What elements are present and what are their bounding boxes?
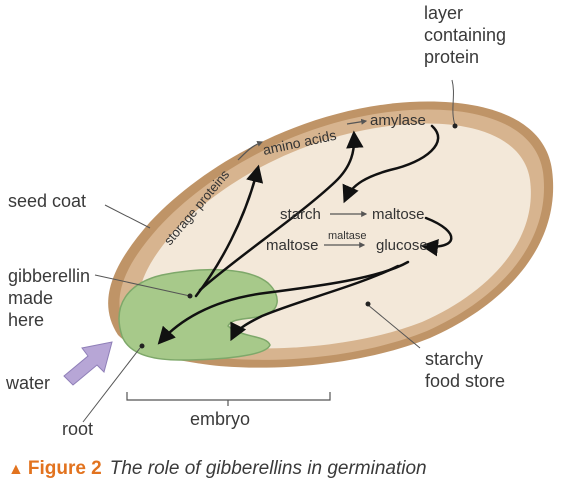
starchy-pointer xyxy=(367,304,421,349)
starchy-label: starchy food store xyxy=(425,349,506,391)
arrow-storage-to-amino xyxy=(237,140,264,161)
starchy-dot xyxy=(365,301,371,307)
embryo-label: embryo xyxy=(190,409,251,429)
layer-pointer xyxy=(451,79,456,126)
arrow-glucose-to-root xyxy=(157,260,410,345)
water-label: water xyxy=(6,373,51,393)
seed-coat-label: seed coat xyxy=(8,191,87,211)
root-dot xyxy=(139,343,145,349)
maltase-label: maltase xyxy=(328,230,367,242)
gibberellin-dot xyxy=(187,293,193,299)
layer-dot xyxy=(452,123,458,129)
starch-label: starch xyxy=(280,206,321,223)
water-arrow xyxy=(63,341,113,386)
layer-label: layer containing protein xyxy=(424,3,507,67)
embryo-bracket xyxy=(126,392,331,406)
glucose-label: glucose xyxy=(376,237,428,254)
seed-coat-pointer xyxy=(104,204,151,229)
figure-caption: ▲Figure 2 The role of gibberellins in ger… xyxy=(8,457,558,482)
arrow-amino-to-amylase xyxy=(346,118,368,125)
amylase-label: amylase xyxy=(370,112,426,129)
figure-title: The role of gibberellins in germination xyxy=(109,458,427,479)
maltose-label-2: maltose xyxy=(266,237,319,254)
gibberellin-pointer xyxy=(94,274,191,297)
arrow-glucose-to-shoot xyxy=(230,264,400,342)
caption-triangle-icon: ▲ xyxy=(8,461,24,478)
gibberellin-label: gibberellin made here xyxy=(8,266,91,330)
root-pointer xyxy=(82,347,141,423)
arrow-maltose-to-glucose xyxy=(420,216,453,257)
maltose-label-1: maltose xyxy=(372,206,425,223)
root-label: root xyxy=(62,419,94,439)
figure-number: Figure 2 xyxy=(27,458,102,479)
arrow-gibberellin-to-layer-2 xyxy=(198,130,364,292)
arrow-amylase-to-starch xyxy=(342,124,440,204)
